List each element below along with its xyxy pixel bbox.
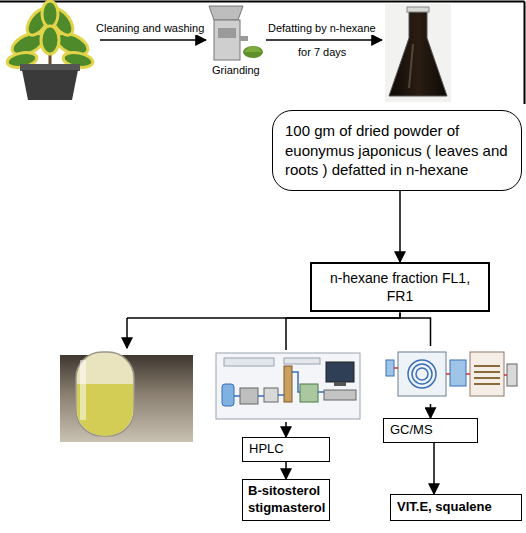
- annotation-label: Grianding: [210, 64, 262, 77]
- node-text: 100 gm of dried powder of euonymus japon…: [285, 121, 509, 180]
- fraction-box: n-hexane fraction FL1, FR1: [310, 262, 490, 312]
- grinder-photo: [209, 6, 263, 60]
- band-frame: [0, 2, 525, 105]
- process-arrow: [266, 39, 382, 41]
- test-tube-photo: [60, 352, 193, 442]
- node-text: VIT.E, squalene: [397, 499, 515, 516]
- flow-arrow: [433, 443, 435, 494]
- flask-photo: [385, 4, 451, 102]
- node-text: HPLC: [249, 441, 323, 458]
- flow-arrow: [399, 191, 401, 263]
- result-box: B-sitosterol stigmasterol: [242, 479, 330, 521]
- plant-photo: [6, 1, 94, 100]
- method-box: GC/MS: [383, 418, 478, 443]
- node-text: n-hexane fraction FL1, FR1: [320, 269, 480, 305]
- hplc-instrument: [213, 350, 363, 422]
- annotation-label: Defatting by n-hexane: [266, 22, 378, 35]
- sample-box: 100 gm of dried powder of euonymus japon…: [272, 110, 522, 191]
- result-box: VIT.E, squalene: [390, 494, 522, 521]
- branch-line: [127, 318, 400, 348]
- node-text: GC/MS: [390, 422, 471, 439]
- node-text: B-sitosterol stigmasterol: [248, 483, 324, 517]
- method-box: HPLC: [242, 437, 330, 462]
- process-arrow: [100, 39, 206, 41]
- annotation-label: for 7 days: [296, 46, 348, 59]
- gcms-instrument: [384, 346, 522, 404]
- annotation-label: Cleaning and washing: [94, 22, 206, 35]
- flow-arrow: [285, 462, 287, 479]
